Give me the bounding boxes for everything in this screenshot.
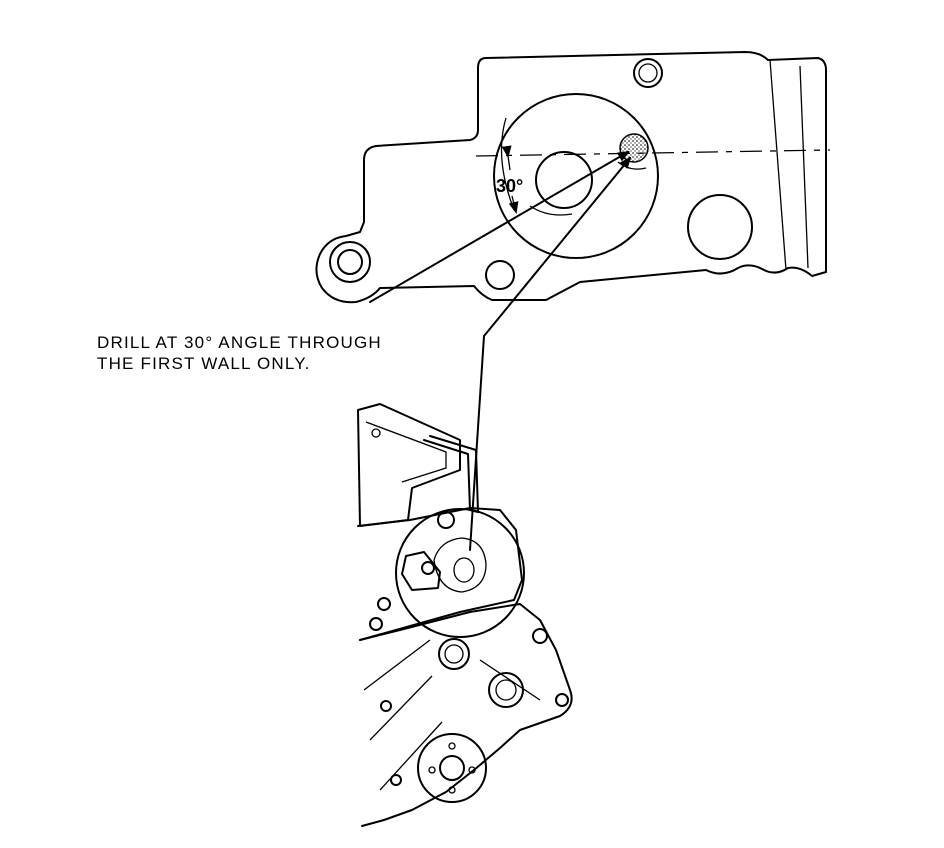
crank-pulley — [417, 733, 487, 803]
angle-arrow-up — [501, 145, 512, 171]
valve-cover — [357, 403, 461, 527]
valve-cover-bolt — [371, 428, 381, 438]
head-plate-edge — [769, 59, 787, 271]
angle-reference-line — [500, 117, 515, 211]
bolt-boss-left — [329, 241, 371, 283]
cylinder-head-detail: 30° — [315, 51, 831, 304]
block-bolt-4 — [555, 693, 569, 707]
centerline — [475, 149, 831, 157]
valve-cover-rib — [365, 421, 447, 483]
seal-right-inner — [495, 679, 517, 701]
engine-block-outline — [359, 603, 573, 827]
seal-right — [488, 672, 524, 708]
target-plug — [453, 557, 475, 583]
block-rib-4 — [479, 659, 541, 701]
head-bolt-1 — [437, 511, 455, 529]
seal-left-inner — [444, 644, 464, 664]
distributor-housing — [433, 537, 487, 593]
location-arrow — [469, 156, 632, 551]
crank-hub — [439, 755, 465, 781]
seal-left — [438, 638, 470, 670]
engine-front-view — [357, 403, 573, 827]
pulley-bolt-2 — [468, 766, 476, 774]
bolt-hole-left — [337, 249, 363, 275]
block-bolt-3 — [532, 628, 548, 644]
pulley-bolt-3 — [448, 786, 456, 794]
block-bolt-6 — [390, 774, 402, 786]
block-bolt-1 — [377, 597, 391, 611]
drill-instruction-line2: THE FIRST WALL ONLY. — [97, 354, 311, 373]
head-plate-edge-2 — [799, 65, 809, 269]
cam-bore-inner — [535, 151, 593, 209]
bolt-hole-top-inner — [638, 63, 658, 83]
block-rib-3 — [379, 721, 443, 791]
passage-hole-right — [687, 194, 753, 260]
detail-circle — [395, 508, 525, 638]
drill-instruction-line1: DRILL AT 30° ANGLE THROUGH — [97, 333, 382, 352]
bolt-hole-top — [633, 58, 663, 88]
bolt-hole-bottom — [485, 260, 515, 290]
leader-lines — [369, 150, 632, 551]
drill-angle-arrow — [369, 150, 630, 303]
pulley-bolt-4 — [428, 766, 436, 774]
bracket — [401, 551, 441, 591]
pulley-bolt-1 — [448, 742, 456, 750]
head-plate-outline — [315, 51, 827, 304]
cam-bore-outer — [493, 93, 659, 259]
drill-target-area — [619, 133, 649, 163]
head-bolt-2 — [421, 561, 435, 575]
angle-arrow-down — [508, 195, 519, 214]
block-bolt-5 — [380, 700, 392, 712]
block-rib-1 — [363, 639, 431, 691]
block-bolt-2 — [369, 617, 383, 631]
angle-label: 30° — [496, 176, 523, 196]
drill-instruction: DRILL AT 30° ANGLE THROUGH THE FIRST WAL… — [97, 332, 382, 374]
block-rib-2 — [369, 675, 433, 741]
